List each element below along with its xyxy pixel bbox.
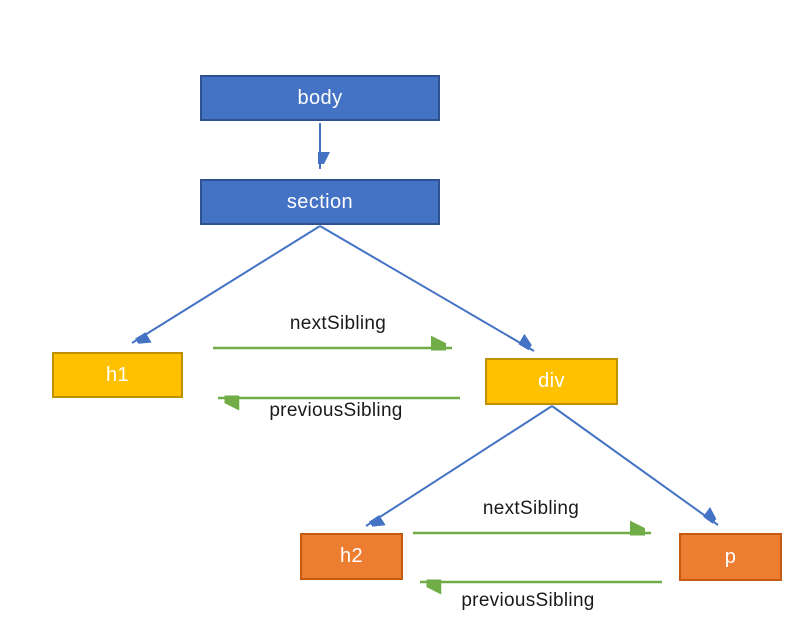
edge-label-nextsibling-h1-div: nextSibling (289, 313, 387, 334)
node-section: section (200, 179, 440, 225)
edge-section-h1 (131, 225, 321, 343)
edge-label-previoussibling-p-h2: previousSibling (461, 590, 595, 611)
node-p: p (679, 533, 782, 581)
edge-div-h2 (365, 405, 553, 526)
edge-label-nextsibling-h2-p: nextSibling (482, 498, 580, 519)
edge-section-div (319, 225, 534, 352)
edge-div-p (551, 405, 718, 526)
node-body: body (200, 75, 440, 121)
node-h1: h1 (52, 352, 183, 398)
edge-label-previoussibling-div-h1: previousSibling (269, 400, 403, 421)
node-div: div (485, 358, 618, 405)
node-h2: h2 (300, 533, 403, 580)
